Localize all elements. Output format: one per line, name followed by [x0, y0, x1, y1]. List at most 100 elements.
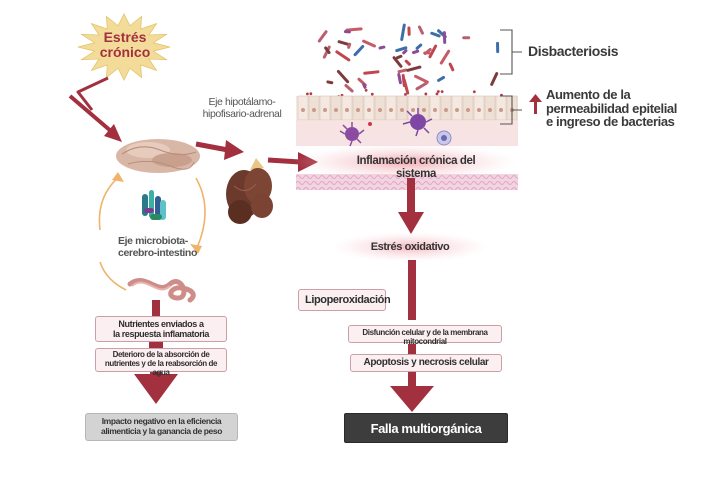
cell-nucleus — [301, 108, 305, 112]
bacterium — [415, 81, 428, 91]
dysbiosis-bracket — [500, 29, 522, 75]
bacterium — [437, 75, 446, 82]
bacterium — [362, 83, 367, 89]
left-arrowhead — [134, 374, 178, 404]
microbiota-illustration — [142, 190, 166, 220]
cell-nucleus — [444, 108, 448, 112]
adrenal-illustration — [226, 158, 273, 224]
apoptosis-box: Apoptosis y necrosis celular — [350, 354, 502, 372]
epithelium-illustration — [296, 95, 518, 190]
inflammation-glow — [294, 144, 518, 180]
center-arrowhead-2 — [390, 386, 434, 412]
bacterium — [347, 42, 352, 49]
cell-nucleus — [367, 108, 371, 112]
bacterium — [353, 44, 365, 57]
bacterium-dot — [435, 92, 439, 96]
brain-illustration — [116, 139, 200, 173]
left-arrow-neck — [150, 370, 162, 376]
star-arrowhead — [104, 124, 122, 142]
bacterium — [415, 43, 423, 50]
bacterium — [411, 49, 420, 55]
bacterium — [317, 30, 328, 43]
mgb-axis-label: Eje microbiota- cerebro-intestino — [118, 235, 197, 259]
center-arrowhead-1 — [398, 212, 424, 234]
dysfunction-box: Disfunción celular y de la membrana mito… — [348, 325, 502, 346]
bacterium — [397, 72, 402, 85]
bacterium — [490, 72, 499, 86]
absorption-box: Deterioro de la absorción de nutrientes … — [95, 348, 227, 377]
star-arrow-line — [68, 94, 114, 134]
bacterium — [357, 77, 367, 87]
bacterium — [337, 40, 349, 46]
bacterium — [423, 51, 431, 55]
immune-cells — [339, 108, 452, 147]
cell-nucleus — [422, 108, 426, 112]
cell-nucleus — [466, 108, 470, 112]
oxidative-glow — [332, 232, 488, 262]
bacterium — [336, 69, 350, 84]
bacterium — [362, 39, 376, 48]
bacterium — [392, 56, 403, 68]
bacterium — [406, 65, 422, 72]
bacterium — [395, 54, 403, 60]
bacterium — [322, 45, 331, 59]
bacteria-cluster — [305, 23, 503, 102]
cell-nucleus — [488, 108, 492, 112]
inflammation-label: Inflamación crónica del sistema — [356, 155, 476, 180]
impact-box: Impacto negativo en la eficiencia alimen… — [85, 413, 238, 441]
bacterium — [400, 23, 406, 41]
cell-nucleus — [356, 108, 360, 112]
bacterium — [402, 49, 408, 55]
cell-nucleus — [312, 108, 316, 112]
multiorgan-failure-box: Falla multiorgánica — [344, 413, 508, 443]
bacterium — [326, 80, 334, 85]
bacterium — [417, 25, 424, 35]
bacterium — [363, 70, 380, 75]
bacterium-dot — [472, 90, 476, 94]
bacterium — [378, 45, 386, 50]
bacterium — [442, 31, 447, 44]
bacterium — [324, 46, 331, 55]
cell-nucleus — [389, 108, 393, 112]
center-arrow-stem-1 — [407, 178, 415, 212]
up-arrow-icon — [529, 94, 542, 114]
cell-nucleus — [411, 108, 415, 112]
cell-nucleus — [455, 108, 459, 112]
center-arrow-stem-4 — [408, 370, 416, 390]
hpa-arrowhead-1 — [224, 140, 244, 160]
bacterium — [448, 62, 455, 72]
bacterium — [335, 50, 351, 62]
bacterium-dot — [370, 92, 374, 96]
bacterium — [496, 41, 500, 54]
left-arrow-stem-2 — [149, 340, 163, 350]
permeability-bracket — [500, 95, 522, 125]
hpa-arrow-1 — [195, 141, 229, 153]
oxidative-label: Estrés oxidativo — [370, 241, 450, 253]
center-arrow-stem-2 — [408, 260, 416, 320]
cell-nucleus — [433, 108, 437, 112]
bacterium-dot — [309, 92, 313, 96]
bacterium-dot — [436, 90, 440, 93]
stress-label: Estrés crónico — [99, 29, 151, 61]
cell-nucleus — [477, 108, 481, 112]
bacterium — [395, 46, 408, 53]
bacterium — [414, 74, 429, 84]
bacterium — [344, 83, 354, 93]
hpa-axis-label: Eje hipotálamo- hipofisario-adrenal — [202, 96, 282, 120]
bacterium-dot — [364, 88, 368, 92]
bacterium — [428, 44, 438, 59]
bacterium — [402, 78, 410, 95]
stress-star — [77, 12, 171, 82]
bacterium — [397, 68, 408, 74]
center-arrow-stem-3 — [408, 344, 416, 356]
bacterium — [407, 26, 411, 36]
star-arrow — [76, 76, 109, 111]
dysbiosis-label: Disbacteriosis — [528, 43, 619, 59]
bacterium-dot — [305, 92, 309, 96]
cell-nucleus — [345, 108, 349, 112]
microbiota-cycle — [98, 172, 206, 291]
bacterium — [439, 49, 451, 65]
cell-nucleus — [400, 108, 404, 112]
bacterium — [430, 31, 441, 38]
